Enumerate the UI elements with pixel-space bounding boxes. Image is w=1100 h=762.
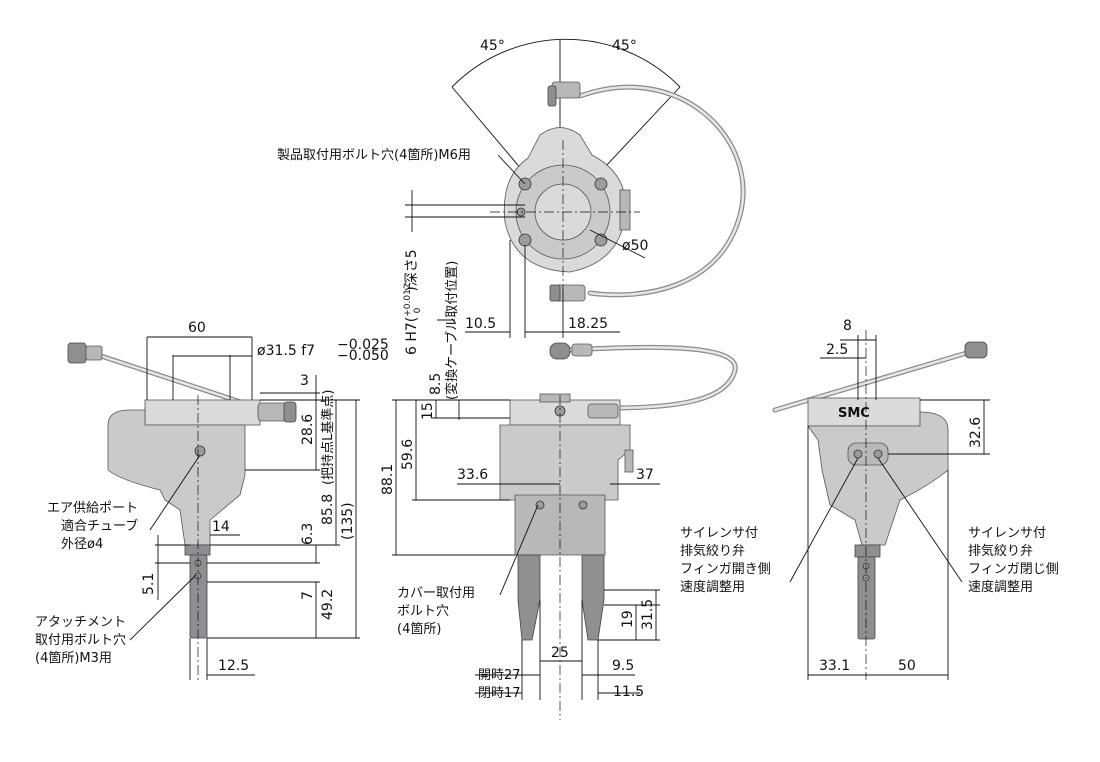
angle-right-label: 45° xyxy=(612,38,637,54)
angle-arc xyxy=(451,38,681,88)
air-port xyxy=(194,445,206,457)
dim-2-5: 2.5 xyxy=(826,342,848,358)
center-body xyxy=(499,424,631,501)
close-note-1: サイレンサ付 xyxy=(968,526,1046,541)
left-finger xyxy=(189,554,208,639)
dim-50: 50 xyxy=(898,658,916,674)
dim-7: 7 xyxy=(300,591,316,600)
close-note-2: 排気絞り弁 xyxy=(968,543,1033,559)
att-note-1: アタッチメント xyxy=(35,615,126,630)
dim-3: 3 xyxy=(300,373,309,389)
air-note-2: 適合チューブ xyxy=(61,518,138,534)
dim-59-6: 59.6 xyxy=(400,439,416,470)
open-note-3: フィンガ開き側 xyxy=(680,562,771,577)
att-note-2: 取付用ボルト穴 xyxy=(35,633,126,648)
dim-60: 60 xyxy=(188,320,206,336)
dim-14: 14 xyxy=(212,519,230,535)
center-view: 15 59.6 88.1 33.6 37 カバー取付用 ボルト穴 (4箇所) 1… xyxy=(380,342,738,720)
dim-18-25: 18.25 xyxy=(568,316,608,332)
dim-33-1: 33.1 xyxy=(819,658,850,674)
close-note-4: 速度調整用 xyxy=(968,579,1033,595)
cover-note-2: ボルト穴 xyxy=(397,604,449,619)
dim-25: 25 xyxy=(551,645,569,661)
mount-hole xyxy=(518,233,532,247)
shaft-tol-lo: −0.050 xyxy=(337,348,389,364)
brand-logo: SMC xyxy=(838,406,870,421)
right-finger xyxy=(857,556,876,640)
dim-9-5: 9.5 xyxy=(612,658,634,674)
dim-135: (135) xyxy=(340,502,356,540)
cable-connector-right xyxy=(964,341,988,359)
finger-left xyxy=(517,554,541,641)
right-top-plate xyxy=(807,397,921,427)
dim-28-6: 28.6 xyxy=(300,414,316,445)
finger-right xyxy=(581,554,605,641)
cover-note-3: (4箇所) xyxy=(397,621,441,637)
open-note-2: 排気絞り弁 xyxy=(680,543,745,559)
open-note-4: 速度調整用 xyxy=(680,579,745,595)
cover-note-1: カバー取付用 xyxy=(397,586,475,601)
open-note-1: サイレンサ付 xyxy=(680,526,758,541)
dim-15: 15 xyxy=(420,402,436,420)
right-body xyxy=(807,411,949,546)
top-view: 45° 45° 製品取付用ボルト穴(4箇所)M6用 ø50 xyxy=(277,38,746,420)
dim-10-5: 10.5 xyxy=(465,316,496,332)
dim-8-5: 8.5 xyxy=(428,373,444,395)
dim-33-6: 33.6 xyxy=(457,467,488,483)
dim-37: 37 xyxy=(636,467,654,483)
left-view: 60 ø31.5 f7 −0.025 −0.050 3 28.6 (把持点L基準… xyxy=(35,320,389,680)
dim-31-5: 31.5 xyxy=(640,599,656,630)
ref-point-note: (把持点L基準点) xyxy=(320,390,336,485)
dim-8: 8 xyxy=(843,318,852,334)
air-note-1: エア供給ポート xyxy=(47,501,138,516)
valve-open xyxy=(853,449,863,459)
dim-6-3: 6.3 xyxy=(300,523,316,545)
dim-11-5: 11.5 xyxy=(613,684,644,700)
dim-32-6: 32.6 xyxy=(968,417,984,448)
shaft-tol-up: −0.025 xyxy=(337,337,389,353)
mount-hole xyxy=(594,177,608,191)
fit-hole-label: 6 H7(+0.0120)深さ5 xyxy=(403,249,423,355)
dim-88-1: 88.1 xyxy=(380,464,396,495)
cable-connector xyxy=(67,342,87,364)
angle-left-label: 45° xyxy=(480,38,505,54)
shaft-dia: ø31.5 f7 xyxy=(257,343,315,359)
valve-close xyxy=(873,449,883,459)
diameter-label: ø50 xyxy=(622,238,648,254)
left-top-plate xyxy=(144,399,261,426)
dim-5-1: 5.1 xyxy=(141,573,157,595)
cable-end-connector xyxy=(549,342,571,360)
air-note-3: 外径ø4 xyxy=(61,537,103,552)
close-note-3: フィンガ閉じ側 xyxy=(968,562,1059,577)
closed-dim: 閉時17 xyxy=(478,686,521,701)
mount-hole-note: 製品取付用ボルト穴(4箇所)M6用 xyxy=(277,147,471,163)
right-view: SMC 8 2.5 32.6 33.1 50 サイレンサ付 排気絞り弁 フィン xyxy=(680,318,1059,680)
dim-49-2: 49.2 xyxy=(320,589,336,620)
dim-12-5: 12.5 xyxy=(218,658,249,674)
dim-85-8: 85.8 xyxy=(320,494,336,525)
dim-19: 19 xyxy=(620,610,636,628)
open-dim: 開時27 xyxy=(478,668,521,683)
cable-position-note: (変換ケーブル取付位置) xyxy=(444,261,460,400)
left-body xyxy=(107,409,246,546)
att-note-3: (4箇所)M3用 xyxy=(35,650,112,666)
